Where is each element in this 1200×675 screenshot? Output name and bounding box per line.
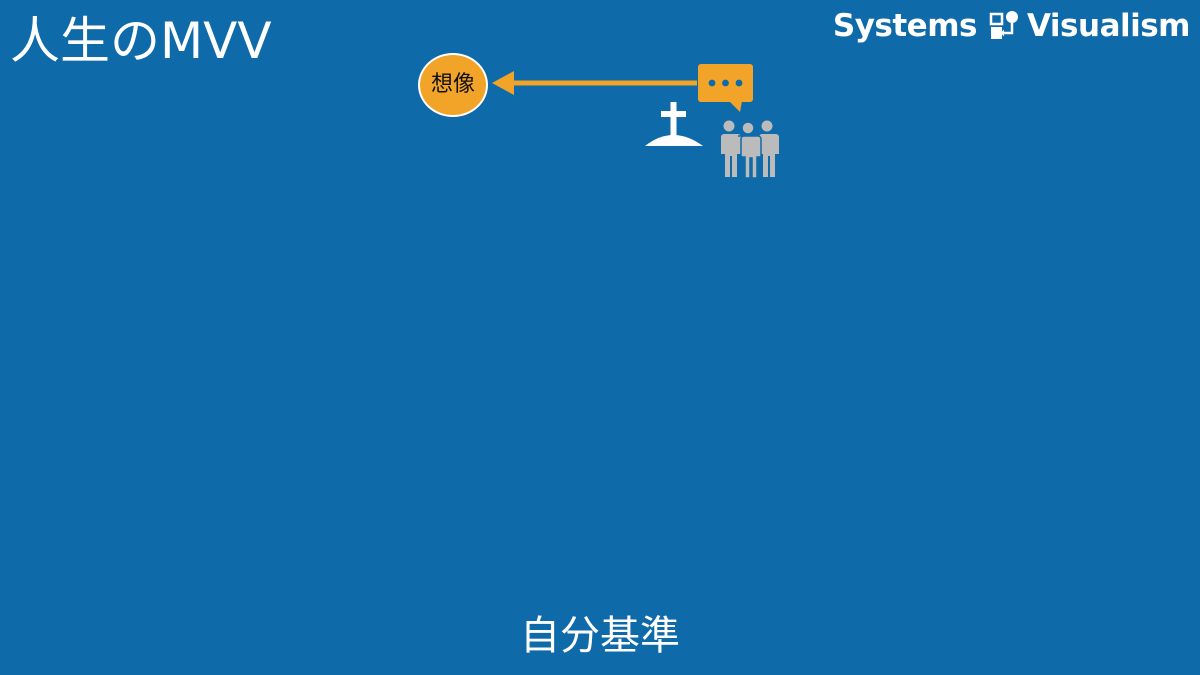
brand-text-visualism: Visualism <box>1026 8 1191 44</box>
slide-title: 人生のMVV <box>10 12 272 70</box>
brand-text-systems: Systems <box>832 8 978 44</box>
imagine-node-label: 想像 <box>430 72 475 97</box>
speech-bubble-icon <box>698 64 753 112</box>
people-group-icon <box>720 120 779 179</box>
systems-visualism-logo-icon <box>989 11 1018 39</box>
grave-cross-icon <box>645 102 703 146</box>
brand-logo: Systems Visualism <box>832 6 1191 46</box>
bottom-caption: 自分基準 <box>520 613 680 659</box>
imagine-node: 想像 <box>418 53 488 117</box>
arrow-left <box>492 71 697 95</box>
